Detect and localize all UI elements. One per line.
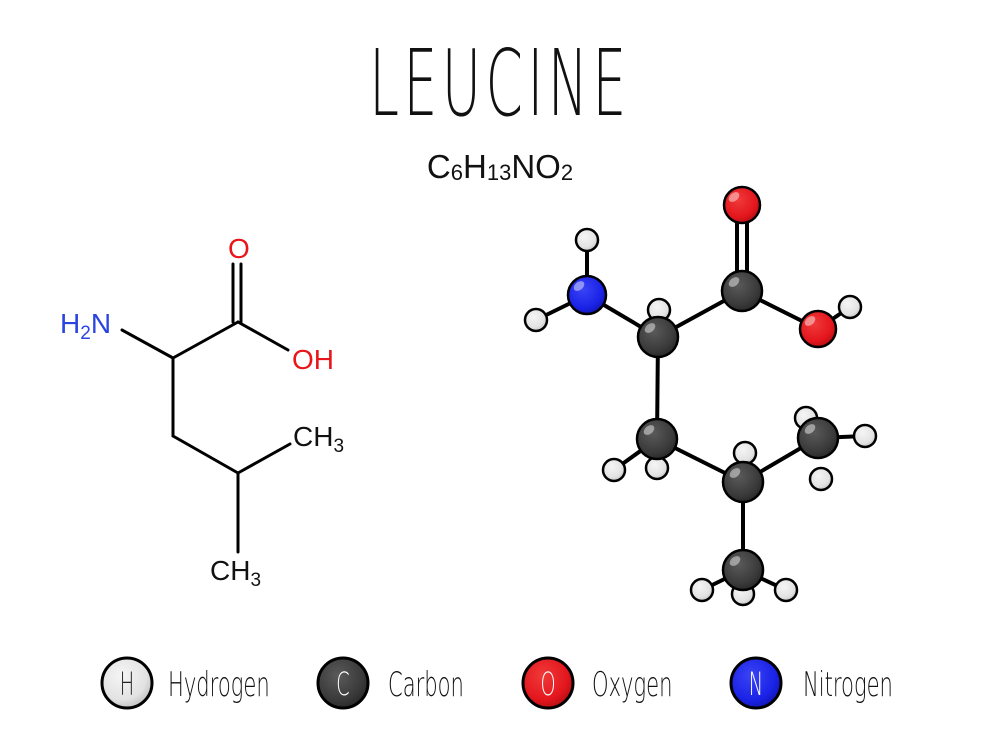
formula-subscript: 6 xyxy=(450,160,463,185)
bond-calpha-ccarboxyl xyxy=(171,320,240,360)
hydrogen-atom xyxy=(732,440,758,466)
oxygen-atom xyxy=(722,185,762,225)
amine-label: H2N xyxy=(60,308,111,344)
carbon-atom xyxy=(635,417,679,461)
bond-c-oh xyxy=(236,320,290,352)
formula-element: O xyxy=(535,148,561,185)
hydrogen-atom xyxy=(644,455,670,481)
skeletal-formula xyxy=(120,262,292,554)
carbon-atom xyxy=(636,315,680,359)
carbon-swatch-icon xyxy=(316,656,370,710)
nitrogen-atom xyxy=(566,274,608,316)
legend-item-hydrogen: H Hydrogen xyxy=(100,656,270,710)
skeletal-labels: H2N O OH CH3 CH3 xyxy=(60,233,344,591)
bond-cbeta-cgamma xyxy=(171,434,240,475)
legend-label: Nitrogen xyxy=(803,665,893,705)
hydrogen-swatch-icon xyxy=(100,656,154,710)
sticks xyxy=(534,203,867,592)
hydrogen-atom xyxy=(689,577,715,603)
legend: H Hydrogen C Carbon O Oxygen N Nitrogen xyxy=(100,656,893,710)
hydrogen-atom xyxy=(837,294,863,320)
formula-element: N xyxy=(511,148,536,185)
hydrogen-atom xyxy=(523,307,549,333)
molecular-formula: C6H13NO2 xyxy=(0,148,1000,186)
carbon-atom xyxy=(720,269,764,313)
carbonyl-oxygen-label: O xyxy=(228,233,250,264)
hydrogen-atom xyxy=(601,457,627,483)
atoms xyxy=(523,185,878,607)
legend-label: Carbon xyxy=(388,665,464,705)
nitrogen-swatch-icon xyxy=(729,656,783,710)
bond-n-calpha xyxy=(120,328,175,360)
formula-subscript: 2 xyxy=(560,160,574,185)
methyl-bottom-label: CH3 xyxy=(210,555,261,591)
molecule-title: LEUCINE xyxy=(369,30,631,137)
svg-text:C: C xyxy=(336,667,349,703)
legend-item-carbon: C Carbon xyxy=(316,656,464,710)
bond-cgamma-methyl-top xyxy=(236,442,292,475)
carbon-atom xyxy=(721,548,765,592)
svg-text:H: H xyxy=(120,667,134,703)
carbon-atom xyxy=(796,416,840,460)
hydrogen-atom xyxy=(773,577,799,603)
formula-subscript: 13 xyxy=(486,160,512,185)
methyl-top-label: CH3 xyxy=(293,421,344,457)
hydrogen-atom xyxy=(808,466,834,492)
hydrogen-atom xyxy=(852,423,878,449)
oxygen-swatch-icon xyxy=(521,656,575,710)
legend-item-nitrogen: N Nitrogen xyxy=(729,656,893,710)
formula-element: C xyxy=(426,148,451,185)
legend-item-oxygen: O Oxygen xyxy=(521,656,672,710)
legend-label: Oxygen xyxy=(592,665,672,705)
oxygen-atom xyxy=(798,309,838,349)
ball-and-stick-model xyxy=(523,185,878,607)
hydrogen-atom xyxy=(574,227,600,253)
atom-highlights xyxy=(573,192,816,566)
legend-label: Hydrogen xyxy=(168,665,270,705)
hydroxyl-label: OH xyxy=(292,344,334,375)
svg-text:N: N xyxy=(749,667,763,703)
carbon-atom xyxy=(721,460,765,504)
formula-element: H xyxy=(463,148,487,185)
svg-text:O: O xyxy=(540,667,555,703)
